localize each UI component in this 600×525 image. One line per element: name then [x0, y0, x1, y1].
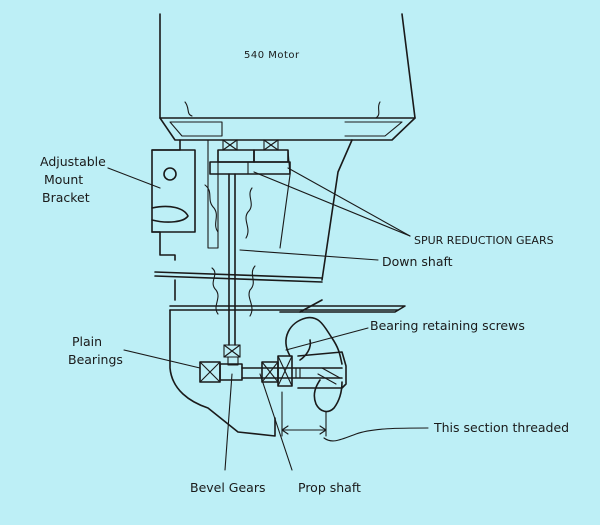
mount-bracket-label-3: Bracket — [42, 190, 90, 205]
plain-bearings-label-2: Bearings — [68, 352, 123, 367]
leader-lines — [107, 167, 429, 471]
plain-bearings-label-1: Plain — [72, 334, 102, 349]
lower-unit-body — [151, 139, 406, 437]
threaded-section-dimension — [281, 391, 327, 437]
spur-gears-label: SPUR REDUCTION GEARS — [414, 234, 554, 247]
threaded-section-label: This section threaded — [433, 420, 569, 435]
spur-reduction-gears — [209, 139, 291, 175]
bearing-screws-label: Bearing retaining screws — [370, 318, 525, 333]
bevel-gears-label: Bevel Gears — [190, 480, 266, 495]
motor-label: 540 Motor — [244, 50, 300, 61]
mount-bracket — [151, 149, 196, 233]
down-shaft — [223, 173, 241, 358]
prop-shaft-assembly — [199, 355, 343, 387]
mount-bracket-label-1: Adjustable — [40, 154, 106, 169]
mount-bracket-label-2: Mount — [44, 172, 83, 187]
motor-housing — [159, 13, 416, 141]
prop-shaft-label: Prop shaft — [298, 480, 361, 495]
propeller — [285, 316, 347, 413]
down-shaft-label: Down shaft — [382, 254, 453, 269]
